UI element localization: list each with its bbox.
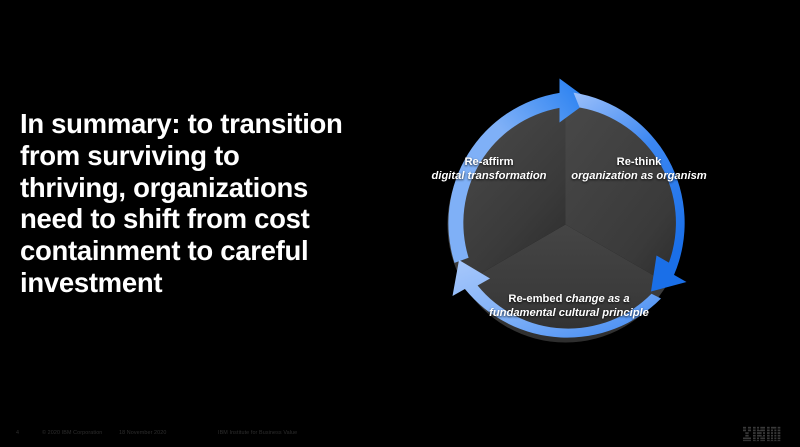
arrow-lower-left (452, 260, 661, 338)
page-title: In summary: to transition from surviving… (20, 108, 350, 298)
segment-body-re-think: organization as organism (571, 170, 707, 183)
slide-footer: 4 © 2020 IBM Corporation 18 November 202… (0, 421, 800, 447)
segment-lead-re-embed: Re-embed (508, 293, 563, 305)
ibm-logo (743, 425, 783, 442)
segment-body-re-embed: change as a fundamental cultural princip… (489, 293, 649, 320)
segment-lead-re-affirm: Re-affirm (464, 156, 514, 168)
segment-label-re-think: Re-think organization as organism (569, 155, 709, 183)
segment-label-re-affirm: Re-affirm digital transformation (420, 155, 558, 183)
footer-date: 18 November 2020 (119, 430, 167, 436)
segment-label-re-embed: Re-embed change as a fundamental cultura… (474, 292, 664, 320)
segment-re-embed-shape (463, 224, 668, 343)
segment-body-re-affirm: digital transformation (431, 170, 547, 183)
footer-organization: IBM Institute for Business Value (218, 430, 298, 436)
arrow-lower-right (573, 92, 687, 292)
footer-page-number: 4 (16, 430, 20, 436)
segment-lead-re-think: Re-think (616, 156, 662, 168)
footer-copyright: © 2020 IBM Corporation (42, 430, 103, 436)
cycle-diagram: Re-affirm digital transformation Re-thin… (393, 52, 738, 397)
